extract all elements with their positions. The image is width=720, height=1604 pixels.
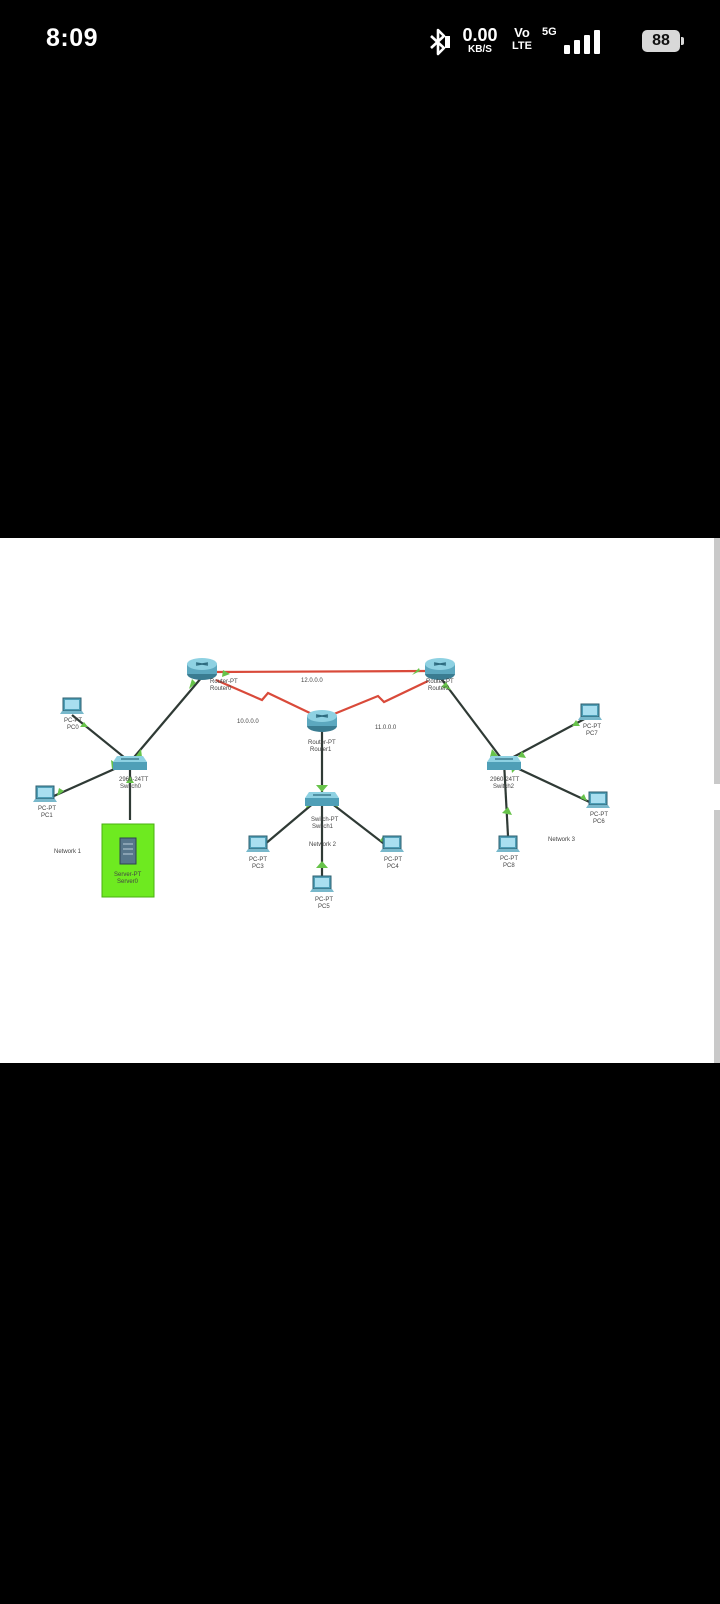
- switch-1[interactable]: Switch-PT Switch1: [304, 791, 340, 830]
- pc-1[interactable]: PC-PT PC1: [32, 785, 58, 819]
- pc-0-id: PC0: [67, 725, 79, 731]
- router-0-id: Router0: [210, 686, 232, 692]
- image-viewer[interactable]: Router-PT Router0 Router-PT Router1 Rout…: [0, 538, 720, 1063]
- scrollbar[interactable]: [712, 538, 720, 1063]
- network-topology-diagram: Router-PT Router0 Router-PT Router1 Rout…: [32, 657, 611, 910]
- scroll-thumb-secondary[interactable]: [714, 810, 720, 1063]
- network-2-label: Network 2: [309, 842, 337, 848]
- status-bar: 8:09 0.00 KB/S Vo LTE 5G 88: [0, 0, 720, 84]
- link-label-11: 11.0.0.0: [375, 725, 397, 731]
- router-0[interactable]: Router-PT Router0: [186, 657, 238, 692]
- switch-0[interactable]: 2960-24TT Switch0: [112, 755, 149, 790]
- router-1[interactable]: Router-PT Router1: [306, 709, 338, 753]
- pc-0-model: PC-PT: [64, 718, 82, 724]
- pc-5-id: PC5: [318, 904, 330, 910]
- battery-icon: 88: [642, 30, 684, 52]
- server-0-id: Server0: [117, 879, 139, 885]
- server-0[interactable]: Server-PT Server0: [101, 823, 155, 898]
- router-2-model: Router-PT: [426, 679, 454, 685]
- pc-3-id: PC3: [252, 864, 264, 870]
- switch-2[interactable]: 2960-24TT Switch2: [486, 755, 522, 790]
- network-type: 5G: [542, 26, 557, 38]
- pc-1-id: PC1: [41, 813, 53, 819]
- switch-2-model: 2960-24TT: [490, 777, 520, 783]
- pc-7-model: PC-PT: [583, 724, 601, 730]
- pc-0[interactable]: PC-PT PC0: [59, 697, 85, 731]
- pc-7[interactable]: PC-PT PC7: [577, 703, 603, 737]
- pc-8-id: PC8: [503, 863, 515, 869]
- pc-7-id: PC7: [586, 731, 598, 737]
- scroll-thumb[interactable]: [714, 538, 720, 784]
- network-1-label: Network 1: [54, 849, 82, 855]
- pc-4-model: PC-PT: [384, 857, 402, 863]
- pc-1-model: PC-PT: [38, 806, 56, 812]
- switch-0-model: 2960-24TT: [119, 777, 149, 783]
- pc-8[interactable]: PC-PT PC8: [495, 835, 521, 869]
- pc-3[interactable]: PC-PT PC3: [245, 835, 271, 870]
- speed-value: 0.00: [462, 25, 498, 45]
- volte-bottom: LTE: [512, 40, 532, 52]
- pc-4-id: PC4: [387, 864, 399, 870]
- router-1-model: Router-PT: [308, 740, 336, 746]
- pc-4[interactable]: PC-PT PC4: [379, 835, 405, 870]
- pc-6[interactable]: PC-PT PC6: [585, 791, 611, 825]
- network-speed: 0.00 KB/S: [456, 26, 504, 55]
- speed-unit: KB/S: [468, 44, 492, 55]
- bluetooth-icon: [430, 28, 450, 56]
- pc-8-model: PC-PT: [500, 856, 518, 862]
- router-0-model: Router-PT: [210, 679, 238, 685]
- pc-5[interactable]: PC-PT PC5: [309, 875, 335, 910]
- pc-5-model: PC-PT: [315, 897, 333, 903]
- router-2-id: Router2: [428, 686, 450, 692]
- status-icons: 0.00 KB/S Vo LTE 5G 88: [420, 24, 684, 58]
- server-0-model: Server-PT: [114, 872, 142, 878]
- signal-bars-icon: 5G: [542, 26, 618, 56]
- router-1-id: Router1: [310, 747, 332, 753]
- switch-2-id: Switch2: [493, 784, 515, 790]
- clock: 8:09: [46, 24, 99, 52]
- pc-3-model: PC-PT: [249, 857, 267, 863]
- pc-6-id: PC6: [593, 819, 605, 825]
- link-label-10: 10.0.0.0: [237, 719, 259, 725]
- network-3-label: Network 3: [548, 837, 576, 843]
- router-2[interactable]: Router-PT Router2: [424, 657, 456, 692]
- volte-indicator: Vo LTE: [508, 26, 536, 52]
- pc-6-model: PC-PT: [590, 812, 608, 818]
- switch-1-model: Switch-PT: [311, 817, 339, 823]
- switch-1-id: Switch1: [312, 824, 334, 830]
- volte-top: Vo: [514, 25, 530, 40]
- link-label-12: 12.0.0.0: [301, 678, 323, 684]
- switch-0-id: Switch0: [120, 784, 142, 790]
